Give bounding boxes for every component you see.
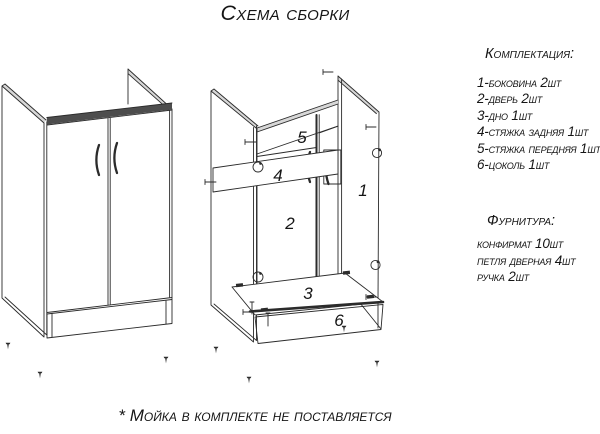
left-side-panel xyxy=(210,88,259,343)
assembled-cabinet-drawing xyxy=(1,68,173,379)
parts-list-item: 5-стяжка передняя 1шт xyxy=(477,140,600,156)
hinge-cup xyxy=(370,147,383,271)
page-title: Схема сборки xyxy=(220,1,350,25)
hardware-list-item: конфирмат 10шт xyxy=(477,236,564,252)
hinge-cup xyxy=(252,271,264,283)
exploded-cabinet-drawing: 5 4 1 2 3 6 xyxy=(204,69,385,384)
front-tie xyxy=(256,99,339,155)
plinth xyxy=(254,302,384,344)
confirmat-screw xyxy=(213,346,380,384)
part-labels: 5 4 1 2 3 6 xyxy=(273,128,367,330)
bottom-panel xyxy=(231,270,385,327)
part-label-bottom: 3 xyxy=(303,284,313,303)
door-handle xyxy=(113,141,119,175)
parts-list-item: 4-стяжка задняя 1шт xyxy=(477,124,589,140)
door-handle xyxy=(95,143,101,177)
plinth xyxy=(46,299,173,339)
right-side-panel xyxy=(337,75,383,303)
part-label-plinth: 6 xyxy=(334,311,344,330)
footnote: * Мойка в комплекте не поставляется xyxy=(118,406,392,425)
parts-list-item: 6-цоколь 1шт xyxy=(477,157,550,173)
hardware-list-heading: Фурнитура: xyxy=(487,213,556,230)
part-label-side-panel: 1 xyxy=(358,181,367,200)
parts-list-item: 2-дверь 2шт xyxy=(477,91,543,107)
parts-list: Комплектация: 1-боковина 2шт 2-дверь 2шт… xyxy=(477,46,600,286)
part-label-rear-tie: 4 xyxy=(273,166,282,185)
front-top-edge xyxy=(46,102,173,125)
part-label-front-tie: 5 xyxy=(297,128,307,147)
hardware-list-item: ручка 2шт xyxy=(477,269,529,285)
hardware-list-item: петля дверная 4шт xyxy=(477,252,576,268)
doors xyxy=(46,109,173,313)
rear-tie xyxy=(212,149,339,193)
assembly-screws xyxy=(204,69,377,315)
parts-list-item: 1-боковина 2шт xyxy=(477,75,562,90)
right-side-panel xyxy=(127,68,173,324)
parts-list-heading: Комплектация: xyxy=(485,46,575,62)
left-side-panel xyxy=(1,83,48,338)
confirmat-screw xyxy=(5,342,169,379)
parts-list-item: 3-дно 1шт xyxy=(477,107,533,123)
part-label-door: 2 xyxy=(284,214,295,233)
